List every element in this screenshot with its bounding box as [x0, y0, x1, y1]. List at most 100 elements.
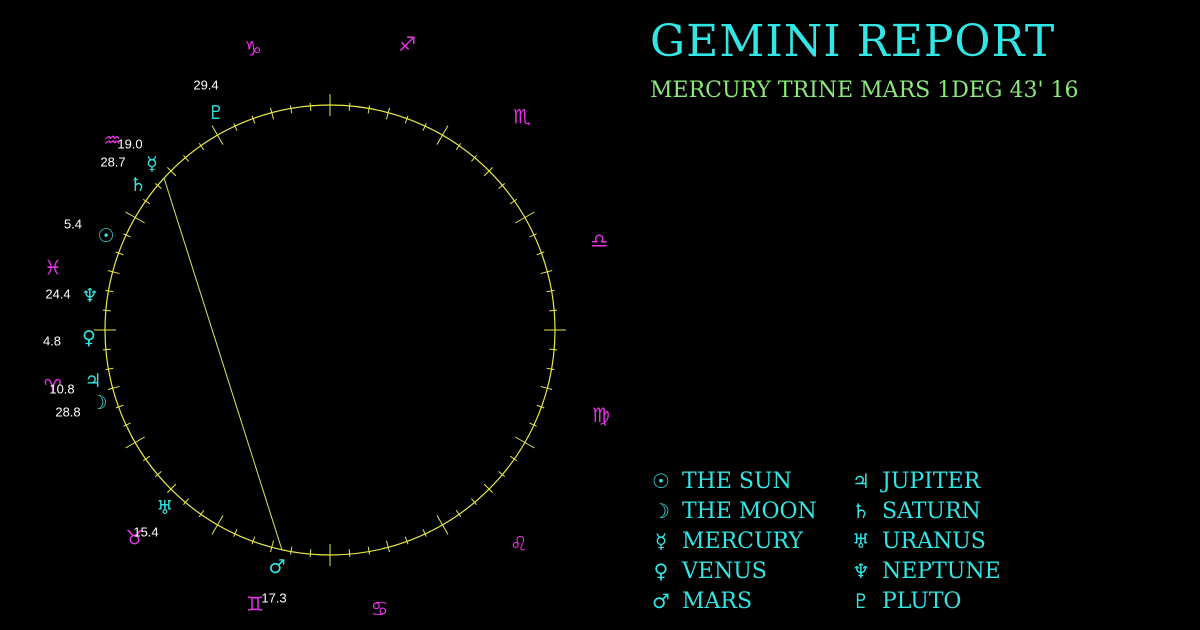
wheel-tick — [167, 483, 177, 493]
wheel-tick — [269, 540, 275, 553]
cancer-icon: ♋ — [371, 597, 389, 621]
wheel-tick — [123, 233, 131, 238]
legend-item: ☿MERCURY — [646, 526, 803, 556]
wheel-tick — [125, 211, 145, 224]
wheel-tick — [404, 536, 409, 545]
venus-icon: ♀ — [82, 327, 96, 349]
legend-planet-icon: ♇ — [852, 589, 870, 613]
legend-planet-icon: ☽ — [652, 499, 670, 523]
wheel-tick — [436, 515, 449, 535]
legend-label: MARS — [682, 588, 753, 614]
wheel-tick — [471, 498, 477, 505]
sun-degree: 5.4 — [64, 217, 82, 232]
wheel-tick — [198, 509, 205, 518]
legend-item: ♃ JUPITER — [846, 466, 980, 496]
wheel-tick — [107, 385, 120, 391]
wheel-tick — [155, 471, 162, 477]
wheel-tick — [529, 422, 537, 427]
wheel-tick — [269, 107, 275, 120]
moon-icon: ☽ — [90, 392, 107, 414]
wheel-tick — [142, 455, 151, 462]
legend-label: NEPTUNE — [882, 558, 1001, 584]
uranus-icon: ♅ — [156, 497, 173, 519]
pluto-degree: 29.4 — [193, 78, 218, 93]
legend-item: ♇ PLUTO — [846, 586, 961, 616]
wheel-tick — [155, 183, 162, 189]
wheel-tick — [422, 123, 427, 131]
legend-planet-icon: ♂ — [652, 589, 670, 613]
wheel-tick — [251, 536, 256, 545]
wheel-tick — [471, 155, 477, 162]
legend-label: PLUTO — [882, 588, 962, 614]
legend-item: ♆ NEPTUNE — [846, 556, 1001, 586]
legend-label: JUPITER — [882, 468, 981, 494]
legend-label: URANUS — [882, 528, 986, 554]
wheel-tick — [509, 455, 518, 462]
wheel-tick — [289, 546, 293, 555]
wheel-tick — [289, 105, 293, 114]
wheel-tick — [211, 515, 224, 535]
scorpio-icon: ♏ — [513, 105, 531, 129]
legend-item: ♄ SATURN — [846, 496, 981, 526]
virgo-icon: ♍ — [592, 403, 610, 427]
wheel-tick — [367, 105, 371, 114]
jupiter-degree: 10.8 — [49, 382, 74, 397]
wheel-tick — [536, 251, 545, 256]
wheel-tick — [540, 385, 553, 391]
wheel-tick — [483, 483, 493, 493]
wheel-tick — [404, 115, 409, 124]
wheel-tick — [183, 155, 189, 162]
wheel-tick — [123, 422, 131, 427]
legend-label: SATURN — [882, 498, 981, 524]
wheel-tick — [233, 529, 238, 537]
wheel-tick — [385, 107, 391, 120]
gemini-icon: ♊ — [246, 592, 264, 616]
legend-label: THE MOON — [682, 498, 817, 524]
legend-planet-icon: ♅ — [852, 529, 870, 553]
wheel-tick — [125, 436, 145, 449]
wheel-tick — [540, 269, 553, 275]
wheel-tick — [367, 546, 371, 555]
legend-planet-icon: ♃ — [852, 469, 870, 493]
taurus-icon: ♉ — [126, 525, 144, 549]
legend-label: MERCURY — [682, 528, 803, 554]
wheel-tick — [233, 123, 238, 131]
wheel-tick — [105, 367, 114, 371]
wheel-tick — [198, 142, 205, 151]
wheel-tick — [251, 115, 256, 124]
legend-label: VENUS — [682, 558, 767, 584]
report-subtitle: MERCURY TRINE MARS 1DEG 43' 16 — [650, 78, 1079, 103]
neptune-icon: ♆ — [81, 285, 98, 307]
wheel-tick — [115, 404, 124, 409]
wheel-tick — [498, 183, 505, 189]
aquarius-icon: ♒ — [103, 128, 121, 152]
pisces-icon: ♓ — [44, 256, 62, 280]
wheel-tick — [536, 404, 545, 409]
libra-icon: ♎ — [591, 228, 609, 252]
capricorn-icon: ♑ — [244, 36, 262, 60]
wheel-tick — [385, 540, 391, 553]
wheel-tick — [483, 167, 493, 177]
wheel-tick — [515, 211, 535, 224]
legend-planet-icon: ♆ — [852, 559, 870, 583]
mars-degree: 17.3 — [261, 591, 286, 606]
wheel-tick — [509, 198, 518, 205]
mercury-icon: ☿ — [146, 153, 158, 175]
wheel-tick — [549, 309, 558, 312]
venus-degree: 4.8 — [43, 334, 61, 349]
wheel-tick — [348, 549, 351, 558]
wheel-tick — [546, 367, 555, 371]
wheel-tick — [211, 125, 224, 145]
legend-item: ☽ THE MOON — [646, 496, 817, 526]
saturn-icon: ♄ — [129, 174, 146, 196]
wheel-tick — [105, 289, 114, 293]
pluto-icon: ♇ — [207, 102, 224, 124]
wheel-tick — [498, 471, 505, 477]
legend-planet-icon: ♄ — [852, 499, 870, 523]
wheel-tick — [529, 233, 537, 238]
wheel-tick — [183, 498, 189, 505]
aries-icon: ♈ — [44, 374, 62, 398]
report-title: GEMINI REPORT — [650, 16, 1056, 67]
legend-item: ♅ URANUS — [846, 526, 986, 556]
wheel-tick — [309, 102, 312, 111]
